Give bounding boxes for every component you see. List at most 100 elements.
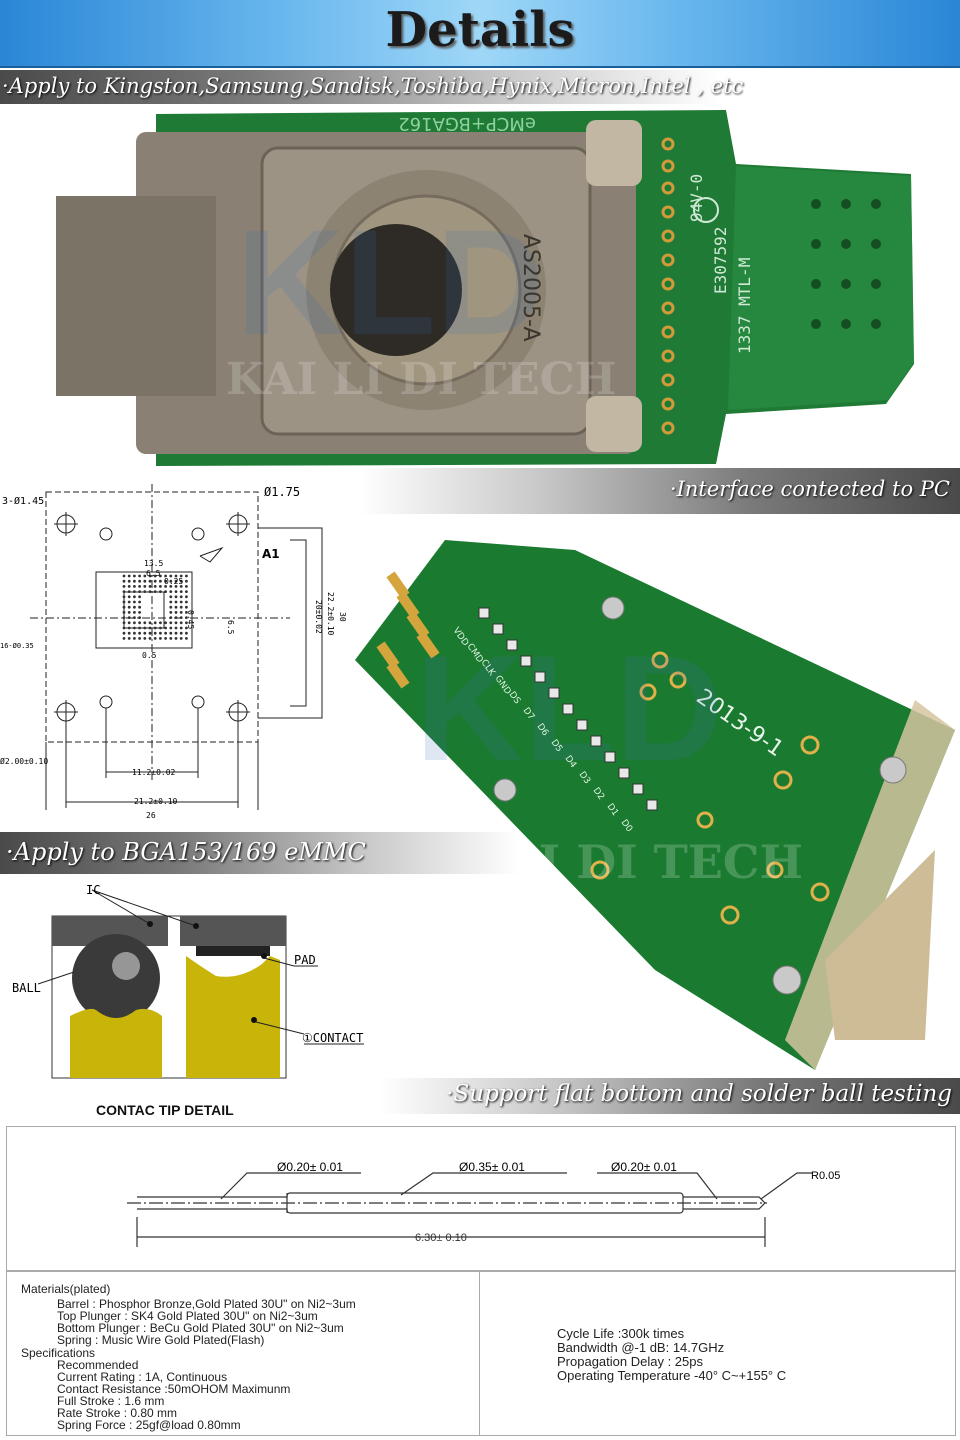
bga-ball [174,579,178,583]
bga-ball [169,600,173,604]
caption-bga: ·Apply to BGA153/169 eMMC [0,832,520,874]
bga-ball [143,590,147,593]
bga-ball [122,574,126,578]
bga-ball [169,626,173,630]
bga-ball [138,616,142,619]
socket-silk-top: eMCP+BGA162 [398,113,536,134]
bga-ball [148,631,152,635]
bga-ball [143,585,147,588]
bga-ball [159,585,162,588]
bga-ball [153,637,157,640]
bga-ball [174,621,178,625]
bga-ball [185,600,188,604]
bga-ball [185,579,188,583]
bga-ball [179,626,183,630]
socket-watermark-logo: KLD [236,198,544,366]
materials-list: Barrel : Phosphor Bronze,Gold Plated 30U… [57,1298,356,1346]
bga-ball [159,626,162,630]
materials-title: Materials(plated) [21,1282,111,1296]
bga-ball [138,579,142,583]
socket-drawing-svg: 3-Ø1.45 Ø1.75 A1 13.5 6.5 0.25 0.5 6.5 0… [0,484,347,820]
bga-ball [153,631,157,635]
right-item: Cycle Life :300k times [557,1326,685,1341]
bga-ball [138,631,142,635]
bga-ball [133,631,136,635]
bga-ball [122,626,126,630]
bga-ball [153,574,157,578]
bga-ball [138,626,142,630]
bga-ball [127,626,131,630]
bga-ball [179,600,183,604]
bga-ball [133,590,136,593]
contact-detail-title: CONTAC TIP DETAIL [96,1102,234,1118]
dim-h-0-45: 0.45 [186,610,195,629]
bga-ball [148,621,152,625]
dim-h-30: 30 [338,612,347,622]
bga-ball [148,637,152,640]
label-contact: ①CONTACT [302,1031,363,1045]
pcb-smd-pad [534,671,546,683]
bga-ball [185,616,188,619]
socket-photo: KLD AS2005-A eMCP+BGA162 94V-0 E307592 1… [56,104,916,466]
dim-hole-2: Ø2.00±0.10 [0,756,48,766]
bga-ball [143,637,147,640]
dim-h-6-5: 6.5 [226,620,235,635]
bga-ball [153,579,157,583]
bga-ball [174,595,178,599]
bga-ball [179,621,183,625]
bga-ball [185,637,188,640]
pcb-smd-pad [618,767,630,779]
bga-ball [153,590,157,593]
contact-detail-svg: IC BALL PAD ①CONTACT [12,883,364,1079]
bga-ball [164,626,168,630]
bga-ball [127,595,131,599]
pin-radius: R0.05 [811,1170,840,1182]
bga-ball [185,585,188,588]
materials-item: Spring : Music Wire Gold Plated(Flash) [57,1333,265,1347]
pcb-smd-pad [604,751,616,763]
bga-ball [122,621,126,625]
materials-item: Barrel : Phosphor Bronze,Gold Plated 30U… [57,1297,356,1311]
dim-h-22-2: 22.2±0.10 [326,592,335,636]
bga-ball [164,579,168,583]
bga-ball [133,621,136,625]
bga-ball [122,611,126,614]
pcb-smd-pad [632,783,644,795]
bga-ball [174,605,178,609]
pogo-pin-drawing: Ø0.20± 0.01 Ø0.35± 0.01 Ø0.20± 0.01 R0.0… [6,1126,956,1272]
bga-ball [179,574,183,578]
specifications-item: Rate Stroke : 0.80 mm [57,1406,178,1420]
bga-ball [185,605,188,609]
specifications-item: Current Rating : 1A, Continuous [57,1370,228,1384]
dim-0-25: 0.25 [164,577,183,586]
page-title: Details [385,2,575,58]
bga-ball [138,590,142,593]
specifications-item: Spring Force : 25gf@load 0.80mm [57,1418,241,1432]
bga-ball [133,605,136,609]
caption-interface: ·Interface contected to PC [360,468,960,514]
socket-drawing: 3-Ø1.45 Ø1.75 A1 13.5 6.5 0.25 0.5 6.5 0… [0,480,360,825]
bga-ball [169,590,173,593]
dim-hole-large: Ø1.75 [264,485,300,499]
bga-ball [122,600,126,604]
bga-ball [169,621,173,625]
bga-ball [127,590,131,593]
contact-detail: IC BALL PAD ①CONTACT CONTAC TIP DETAIL [0,876,380,1126]
caption-support: ·Support flat bottom and solder ball tes… [380,1078,960,1114]
socket-photo-svg: KLD AS2005-A eMCP+BGA162 94V-0 E307592 1… [56,110,914,466]
bga-ball [122,631,126,635]
label-ball: BALL [12,981,41,995]
dim-hole-small: 3-Ø1.45 [2,495,44,507]
bga-ball [148,626,152,630]
bga-ball [133,626,136,630]
pogo-pin-svg: Ø0.20± 0.01 Ø0.35± 0.01 Ø0.20± 0.01 R0.0… [127,1160,840,1247]
bga-ball [127,631,131,635]
caption-support-text: ·Support flat bottom and solder ball tes… [446,1081,952,1107]
dim-6-5: 6.5 [146,569,161,578]
bga-ball [179,585,183,588]
dim-0-5: 0.5 [142,651,157,660]
bga-ball [138,611,142,614]
bga-ball [169,585,173,588]
bga-ball [159,579,162,583]
